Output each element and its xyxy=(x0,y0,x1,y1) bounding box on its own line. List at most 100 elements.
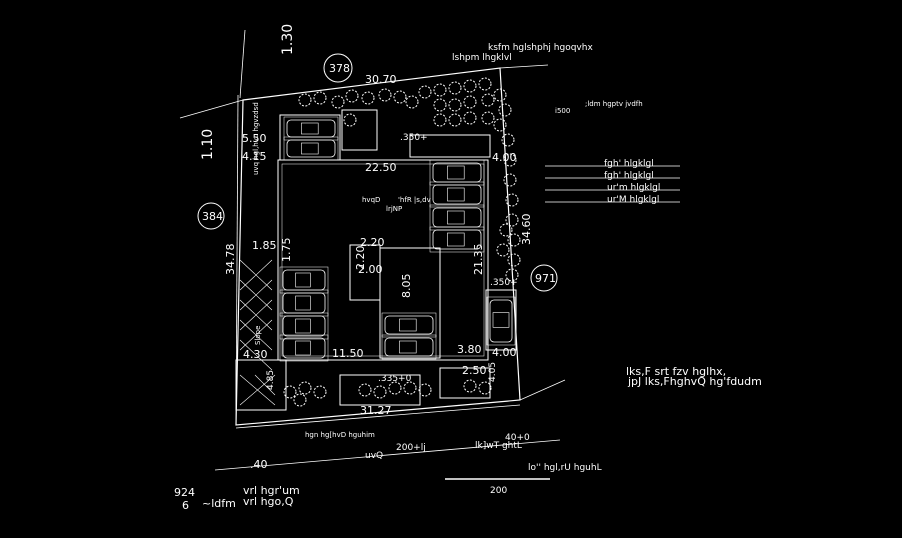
tree-symbol xyxy=(498,103,512,117)
car-window xyxy=(447,165,465,180)
car-symbol xyxy=(282,315,326,337)
trees xyxy=(283,77,521,407)
scale-value: 200 xyxy=(490,486,507,496)
tree-symbol xyxy=(463,111,477,125)
right-block-line-2: jpJ lks,FhghvQ hg'fdudm xyxy=(627,375,762,388)
dim-inner-left: 4.15 xyxy=(242,150,267,163)
legend-label-2: fgh' hlgklgl xyxy=(604,171,654,181)
dim-building-width: 22.50 xyxy=(365,161,397,174)
dim-inner-left-top: 5.50 xyxy=(242,132,267,145)
dim-right-edge: 34.60 xyxy=(520,214,533,246)
tree-symbol xyxy=(493,118,507,132)
car-window xyxy=(295,272,311,288)
side-mark: 4.85 xyxy=(266,370,276,390)
bottom-level-label: 200+lj xyxy=(396,443,426,453)
dim-left-edge: 34.78 xyxy=(224,244,237,276)
tree-symbol xyxy=(358,383,372,397)
ramp-label: Slope xyxy=(254,326,262,345)
tree-symbol xyxy=(393,90,407,104)
bottom-left-number-1: 924 xyxy=(174,486,195,499)
dim-slope-left: 1.10 xyxy=(200,129,216,160)
dim-core-b: 2.20 xyxy=(354,246,367,271)
tree-symbol xyxy=(481,111,495,125)
plot-number-north: 378 xyxy=(329,62,350,75)
tree-symbol xyxy=(418,383,432,397)
tree-symbol xyxy=(388,381,402,395)
tree-symbol xyxy=(331,95,345,109)
tree-symbol xyxy=(505,213,519,227)
dim-bottom-right-inner: 3.80 xyxy=(457,343,482,356)
bottom-road-label: hgn hg[hvD hguhim xyxy=(305,431,375,439)
parking-bay xyxy=(429,204,485,231)
dim-bottom-edge: 31.27 xyxy=(360,404,392,417)
road-level: .40 xyxy=(250,458,268,471)
car-window xyxy=(447,210,465,225)
tree-symbol xyxy=(463,79,477,93)
parking-bay xyxy=(279,312,329,340)
tree-symbol xyxy=(503,153,517,167)
tree-symbol xyxy=(448,81,462,95)
tree-symbol xyxy=(507,253,521,267)
level-bottom: .335+0 xyxy=(378,374,412,384)
bottom-left-text-2: vrl hgo,Q xyxy=(243,495,294,508)
car-symbol xyxy=(384,315,434,335)
tree-symbol xyxy=(507,233,521,247)
property-boundary xyxy=(179,29,566,471)
tree-symbol xyxy=(283,385,297,399)
legend-label-1: fgh' hlgklgl xyxy=(604,159,654,169)
tree-symbol xyxy=(313,91,327,105)
tree-symbol xyxy=(418,85,432,99)
dim-slope-top: 1.30 xyxy=(280,24,296,55)
dim-bottom-inner: 11.50 xyxy=(332,347,364,360)
car-symbol xyxy=(384,337,434,357)
legend-label-3: ur'm hlgklgl xyxy=(607,183,660,193)
tree-symbol xyxy=(448,113,462,127)
center-label-2: 'hfR |s,dv xyxy=(398,196,431,204)
tree-symbol xyxy=(361,91,375,105)
tree-symbol xyxy=(463,379,477,393)
dim-vertical-inner: 21.35 xyxy=(472,244,485,276)
dim-top-edge: 30.70 xyxy=(365,73,397,86)
bottom-mid-label: uvQ xyxy=(365,451,383,461)
ramp-hatch xyxy=(239,259,276,406)
tree-symbol xyxy=(499,223,513,237)
dim-bottom-small: 2.50 xyxy=(462,364,487,377)
right-note-number: i500 xyxy=(555,107,570,115)
parking-bay xyxy=(381,312,437,338)
parking-bay xyxy=(283,116,339,141)
tree-symbol xyxy=(345,89,359,103)
car-symbol xyxy=(286,119,336,138)
parking-bay xyxy=(279,289,329,317)
plot-number-west: 384 xyxy=(202,210,223,223)
car-window xyxy=(447,232,465,247)
bottom-left-text-3: ~ldfm xyxy=(202,497,236,510)
center-label-1: hvqD xyxy=(362,196,380,204)
left-vertical-label: uvq hgl,hvu hgvzdsd xyxy=(252,102,260,175)
plot-circles xyxy=(197,53,558,292)
tree-symbol xyxy=(433,113,447,127)
car-window xyxy=(399,340,417,354)
building-outline xyxy=(235,109,517,411)
tree-symbol xyxy=(463,95,477,109)
car-symbol xyxy=(286,139,336,158)
parking-bay xyxy=(486,296,516,346)
center-label-3: lrjNP xyxy=(386,205,402,213)
tree-symbol xyxy=(478,381,492,395)
tree-symbol xyxy=(298,381,312,395)
level-top: .350+ xyxy=(400,133,428,143)
car-window xyxy=(301,142,319,155)
bottom-right-label: lk]wT ghtL xyxy=(475,441,522,451)
top-subtitle: lshpm lhgklvl xyxy=(452,53,512,63)
dim-ramp-w: 1.85 xyxy=(252,239,277,252)
parking-bay xyxy=(279,266,329,294)
parking-bay xyxy=(429,181,485,208)
car-symbol xyxy=(282,337,326,359)
car-window xyxy=(447,187,465,202)
car-window xyxy=(295,318,311,334)
tree-symbol xyxy=(496,243,510,257)
road-level-b: 40+0 xyxy=(505,433,530,443)
tree-symbol xyxy=(481,93,495,107)
bottom-left-number-2: 6 xyxy=(182,499,189,512)
car-window xyxy=(301,122,319,135)
